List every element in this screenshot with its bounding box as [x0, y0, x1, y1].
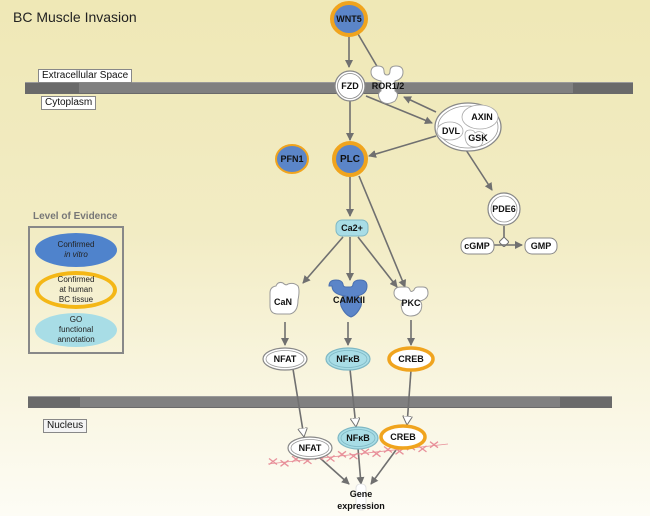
- node-dvl-axin-gsk-complex[interactable]: AXIN DVL GSK: [434, 102, 502, 152]
- dna-mark: [429, 441, 439, 449]
- edge-ca-pkc: [357, 236, 398, 288]
- edge-ca-can: [302, 236, 344, 284]
- node-gene-expression[interactable]: Gene expression: [337, 483, 385, 511]
- node-ca2[interactable]: Ca2+: [335, 219, 369, 237]
- svg-text:CREB: CREB: [398, 354, 424, 364]
- svg-text:NFAT: NFAT: [274, 354, 297, 364]
- node-nfkb-nucleus[interactable]: NFκB: [337, 426, 379, 450]
- dna-strand: [267, 443, 449, 465]
- plasma-membrane: [25, 82, 633, 94]
- node-pde6[interactable]: PDE6: [487, 192, 521, 226]
- legend: Confirmed in vitro Confirmed at human BC…: [28, 226, 124, 354]
- svg-text:cGMP: cGMP: [464, 241, 490, 251]
- svg-text:CAMKII: CAMKII: [333, 295, 365, 305]
- edge-dvl-plc: [368, 135, 437, 158]
- svg-text:expression: expression: [337, 501, 385, 511]
- edge-nfat-translocation: [292, 368, 304, 437]
- node-cgmp[interactable]: cGMP: [460, 237, 495, 255]
- svg-text:CaN: CaN: [274, 297, 292, 307]
- svg-text:NFκB: NFκB: [346, 433, 370, 443]
- cytoplasm-label: Cytoplasm: [41, 96, 97, 110]
- svg-text:Ca2+: Ca2+: [341, 223, 363, 233]
- svg-text:PLC: PLC: [340, 154, 360, 165]
- svg-text:PKC: PKC: [401, 298, 421, 308]
- node-pkc[interactable]: PKC: [393, 286, 429, 317]
- svg-text:AXIN: AXIN: [471, 112, 493, 122]
- svg-text:NFκB: NFκB: [336, 354, 360, 364]
- node-pfn1[interactable]: PFN1: [275, 144, 309, 174]
- edge-dvl-pde6: [465, 149, 493, 191]
- svg-text:NFAT: NFAT: [299, 443, 322, 453]
- node-can[interactable]: CaN: [269, 281, 300, 315]
- edge-creb-translocation: [407, 369, 411, 425]
- node-creb-cytoplasm[interactable]: CREB: [387, 346, 435, 372]
- node-nfat-cytoplasm[interactable]: NFAT: [262, 347, 308, 371]
- svg-text:PDE6: PDE6: [492, 204, 516, 214]
- svg-text:DVL: DVL: [442, 126, 461, 136]
- edge-nfkb-translocation: [349, 368, 356, 427]
- svg-text:GMP: GMP: [531, 241, 552, 251]
- svg-text:ROR1/2: ROR1/2: [372, 81, 405, 91]
- svg-text:FZD: FZD: [341, 81, 359, 91]
- svg-text:Gene: Gene: [350, 489, 373, 499]
- svg-text:GSK: GSK: [468, 133, 488, 143]
- node-plc[interactable]: PLC: [332, 141, 368, 177]
- svg-text:PFN1: PFN1: [280, 154, 303, 164]
- node-camkii[interactable]: CAMKII: [328, 279, 368, 318]
- legend-human-tissue: Confirmed at human BC tissue: [35, 271, 117, 309]
- svg-text:CREB: CREB: [390, 432, 416, 442]
- node-wnt5[interactable]: WNT5: [330, 1, 368, 37]
- node-ror[interactable]: ROR1/2: [370, 65, 405, 104]
- edge-plc-pkc: [358, 175, 407, 288]
- nuclear-membrane: [28, 396, 612, 408]
- diagram-title: BC Muscle Invasion: [13, 9, 137, 25]
- edge-creb-gene: [370, 449, 397, 485]
- edge-wnt5-ror: [357, 33, 379, 69]
- dna-mark: [280, 459, 289, 467]
- node-fzd[interactable]: FZD: [334, 70, 366, 102]
- edge-dvl-ror: [403, 96, 437, 113]
- node-gmp[interactable]: GMP: [524, 237, 558, 255]
- node-creb-nucleus[interactable]: CREB: [379, 424, 427, 450]
- node-nfat-nucleus[interactable]: NFAT: [287, 436, 333, 460]
- legend-go-annotation: GO functional annotation: [35, 313, 117, 347]
- edges: [281, 33, 523, 485]
- legend-in-vitro: Confirmed in vitro: [35, 233, 117, 267]
- edge-fzd-dvl: [365, 95, 433, 125]
- extracellular-space-label: Extracellular Space: [38, 69, 133, 83]
- edge-nfat-gene: [319, 457, 350, 485]
- legend-title: Level of Evidence: [33, 211, 118, 222]
- svg-text:WNT5: WNT5: [336, 14, 362, 24]
- node-nfkb-cytoplasm[interactable]: NFκB: [325, 347, 371, 371]
- nucleus-label: Nucleus: [43, 419, 88, 433]
